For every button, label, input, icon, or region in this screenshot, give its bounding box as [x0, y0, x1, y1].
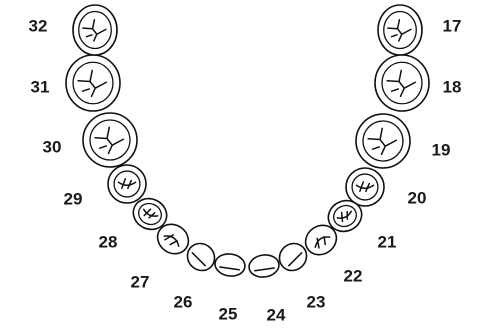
tooth-label-19: 19 — [432, 142, 451, 159]
tooth-25-outline — [214, 252, 247, 278]
tooth-label-21: 21 — [378, 234, 397, 251]
tooth-label-32: 32 — [29, 18, 48, 35]
tooth-32[interactable] — [73, 5, 117, 55]
tooth-18-outline — [375, 55, 429, 111]
tooth-31[interactable] — [66, 55, 120, 111]
tooth-label-31: 31 — [31, 79, 50, 96]
tooth-label-25: 25 — [219, 306, 238, 323]
tooth-32-outline — [73, 5, 117, 55]
tooth-17[interactable] — [378, 5, 422, 55]
tooth-label-28: 28 — [99, 234, 118, 251]
tooth-label-18: 18 — [443, 79, 462, 96]
tooth-label-24: 24 — [267, 307, 286, 324]
tooth-label-23: 23 — [307, 294, 326, 311]
tooth-label-27: 27 — [131, 274, 150, 291]
tooth-label-29: 29 — [64, 191, 83, 208]
tooth-18[interactable] — [375, 55, 429, 111]
tooth-24[interactable] — [248, 253, 281, 279]
tooth-label-26: 26 — [174, 294, 193, 311]
tooth-29[interactable] — [108, 165, 146, 203]
tooth-17-outline — [378, 5, 422, 55]
tooth-20[interactable] — [346, 168, 384, 206]
tooth-30-outline — [83, 113, 137, 167]
tooth-19[interactable] — [356, 114, 410, 168]
tooth-label-17: 17 — [443, 18, 462, 35]
tooth-label-30: 30 — [43, 139, 62, 156]
tooth-30[interactable] — [83, 113, 137, 167]
tooth-24-outline — [248, 253, 281, 279]
tooth-label-20: 20 — [408, 190, 427, 207]
tooth-19-outline — [356, 114, 410, 168]
tooth-25[interactable] — [214, 252, 247, 278]
tooth-label-22: 22 — [344, 268, 363, 285]
tooth-31-outline — [66, 55, 120, 111]
